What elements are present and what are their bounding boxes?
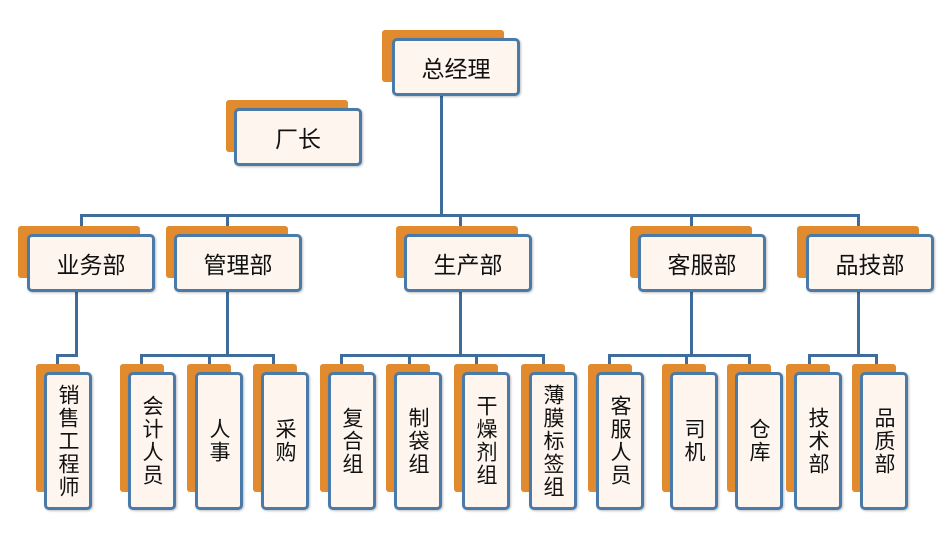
connector-shengchan-drop-2 xyxy=(408,354,411,370)
connector-guanli-drop-1 xyxy=(140,354,143,370)
node-label: 品技部 xyxy=(835,253,905,279)
node-label: 复合组 xyxy=(340,406,364,476)
connector-pinji-bus xyxy=(808,354,878,357)
connector-guanli-drop-2 xyxy=(208,354,211,370)
connector-yewu-vertical xyxy=(75,290,78,356)
node-unit-sales-engineer: 销售工程师 xyxy=(36,364,92,512)
connector-shengchan-drop-4 xyxy=(542,354,545,370)
node-label: 销售工程师 xyxy=(56,383,80,499)
connector-kefu-drop-1 xyxy=(608,354,611,370)
connector-kefu-bus xyxy=(608,354,751,357)
connector-pinji-vertical xyxy=(857,290,860,356)
node-unit-quality-dept: 品质部 xyxy=(852,364,908,512)
connector-yewu-bus xyxy=(56,354,78,357)
node-unit-desiccant-group: 干燥剂组 xyxy=(454,364,510,512)
node-unit-purchasing: 采购 xyxy=(253,364,309,512)
node-label: 客服人员 xyxy=(608,395,632,487)
connector-kefu-drop-2 xyxy=(685,354,688,370)
node-label: 生产部 xyxy=(433,253,503,279)
node-label: 制袋组 xyxy=(406,406,430,476)
connector-dept-drop-shengchan xyxy=(459,214,462,234)
connector-shengchan-drop-1 xyxy=(340,354,343,370)
node-label: 业务部 xyxy=(56,253,126,279)
connector-shengchan-drop-3 xyxy=(475,354,478,370)
node-factory-director: 厂长 xyxy=(226,100,364,166)
node-unit-hr: 人事 xyxy=(187,364,243,512)
connector-dept-drop-pinji xyxy=(857,214,860,234)
connector-guanli-bus xyxy=(140,354,275,357)
node-unit-customer-service-staff: 客服人员 xyxy=(588,364,644,512)
connector-pinji-drop-2 xyxy=(875,354,878,370)
node-label: 品质部 xyxy=(872,406,896,476)
node-label: 客服部 xyxy=(667,253,737,279)
connector-yewu-drop xyxy=(56,354,59,370)
node-unit-technical-dept: 技术部 xyxy=(786,364,842,512)
node-unit-accounting: 会计人员 xyxy=(120,364,176,512)
node-label: 人事 xyxy=(207,418,231,464)
connector-shengchan-vertical xyxy=(459,290,462,356)
node-label: 管理部 xyxy=(203,253,273,279)
connector-guanli-drop-3 xyxy=(272,354,275,370)
node-label: 薄膜标签组 xyxy=(541,383,565,499)
connector-department-bus xyxy=(80,214,860,217)
node-label: 会计人员 xyxy=(140,395,164,487)
connector-shengchan-bus xyxy=(340,354,545,357)
node-unit-driver: 司机 xyxy=(662,364,718,512)
node-general-manager: 总经理 xyxy=(382,30,520,96)
connector-dept-drop-kefu xyxy=(690,214,693,234)
connector-top-vertical xyxy=(440,94,443,216)
node-label: 仓库 xyxy=(747,418,771,464)
node-dept-yewu: 业务部 xyxy=(18,226,156,292)
node-label: 厂长 xyxy=(275,127,321,153)
node-dept-shengchan: 生产部 xyxy=(396,226,534,292)
node-unit-film-label-group: 薄膜标签组 xyxy=(521,364,577,512)
node-dept-kefu: 客服部 xyxy=(630,226,768,292)
node-label: 采购 xyxy=(273,418,297,464)
node-unit-warehouse: 仓库 xyxy=(727,364,783,512)
connector-dept-drop-yewu xyxy=(80,214,83,234)
node-label: 技术部 xyxy=(806,406,830,476)
connector-pinji-drop-1 xyxy=(808,354,811,370)
node-label: 总经理 xyxy=(421,57,491,83)
node-label: 司机 xyxy=(682,418,706,464)
node-dept-guanli: 管理部 xyxy=(166,226,304,292)
connector-kefu-vertical xyxy=(690,290,693,356)
node-unit-bag-making-group: 制袋组 xyxy=(386,364,442,512)
connector-dept-drop-guanli xyxy=(226,214,229,234)
node-dept-pinji: 品技部 xyxy=(797,226,935,292)
node-unit-composite-group: 复合组 xyxy=(320,364,376,512)
connector-kefu-drop-3 xyxy=(748,354,751,370)
connector-guanli-vertical xyxy=(226,290,229,356)
node-label: 干燥剂组 xyxy=(474,395,498,487)
